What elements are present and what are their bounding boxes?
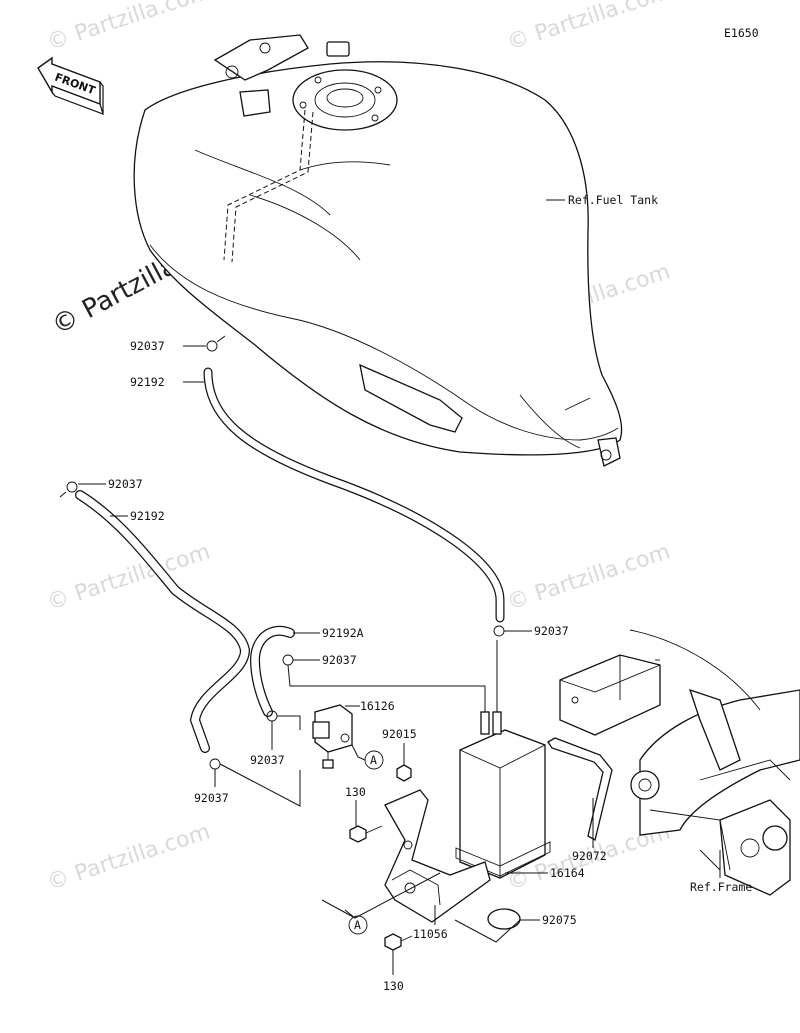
callout-92037: 92037 bbox=[194, 791, 229, 805]
solenoid-valve-16126 bbox=[312, 704, 353, 769]
frame bbox=[559, 629, 800, 896]
watermark: © Partzilla.com bbox=[504, 539, 673, 615]
callout-92072: 92072 bbox=[572, 849, 607, 863]
callout-92037: 92037 bbox=[534, 624, 569, 638]
marker-a-circle bbox=[348, 915, 368, 935]
canister-16164 bbox=[455, 711, 551, 879]
callout-92192A: 92192A bbox=[322, 626, 364, 640]
marker-a-circle bbox=[364, 750, 384, 770]
front-arrow-icon bbox=[37, 56, 101, 106]
callout-92037: 92037 bbox=[108, 477, 143, 491]
callout-92037: 92037 bbox=[130, 339, 165, 353]
callout-92015: 92015 bbox=[382, 727, 417, 741]
marker-a: A bbox=[370, 753, 377, 767]
clamp-92037-right bbox=[493, 625, 505, 637]
bolt-130-lower bbox=[384, 933, 413, 951]
bolt-130-upper bbox=[349, 825, 383, 843]
front-arrow: FRONT bbox=[37, 56, 104, 115]
clamp-92037-mid bbox=[282, 654, 294, 666]
watermark: © Partzilla.com bbox=[504, 0, 673, 56]
callout-16126: 16126 bbox=[360, 699, 395, 713]
callout-11056: 11056 bbox=[413, 927, 448, 941]
clamp-92037-lower bbox=[209, 758, 221, 770]
nut-92015 bbox=[396, 764, 412, 782]
fuel-tank bbox=[133, 34, 623, 467]
callout-92075: 92075 bbox=[542, 913, 577, 927]
callout-16164: 16164 bbox=[550, 866, 585, 880]
clamp-92037-upper bbox=[206, 335, 226, 352]
callout-130: 130 bbox=[345, 785, 366, 799]
clamp-92037-left-top bbox=[59, 481, 78, 498]
watermark: © Partzilla.com bbox=[44, 819, 213, 895]
callout-92037: 92037 bbox=[250, 753, 285, 767]
bracket-11056 bbox=[384, 789, 491, 923]
watermark: © Partzilla.com bbox=[44, 0, 213, 56]
strap-92072 bbox=[547, 737, 613, 841]
callout-92192: 92192 bbox=[130, 509, 165, 523]
callout-92192: 92192 bbox=[130, 375, 165, 389]
diagram-code: E1650 bbox=[724, 26, 759, 40]
callout-130: 130 bbox=[383, 979, 404, 993]
ref-frame-label: Ref.Frame bbox=[690, 880, 752, 894]
ref-fuel-tank-label: Ref.Fuel Tank bbox=[568, 193, 658, 207]
callout-92037: 92037 bbox=[322, 653, 357, 667]
marker-a: A bbox=[354, 918, 361, 932]
cap-92075 bbox=[487, 908, 521, 930]
